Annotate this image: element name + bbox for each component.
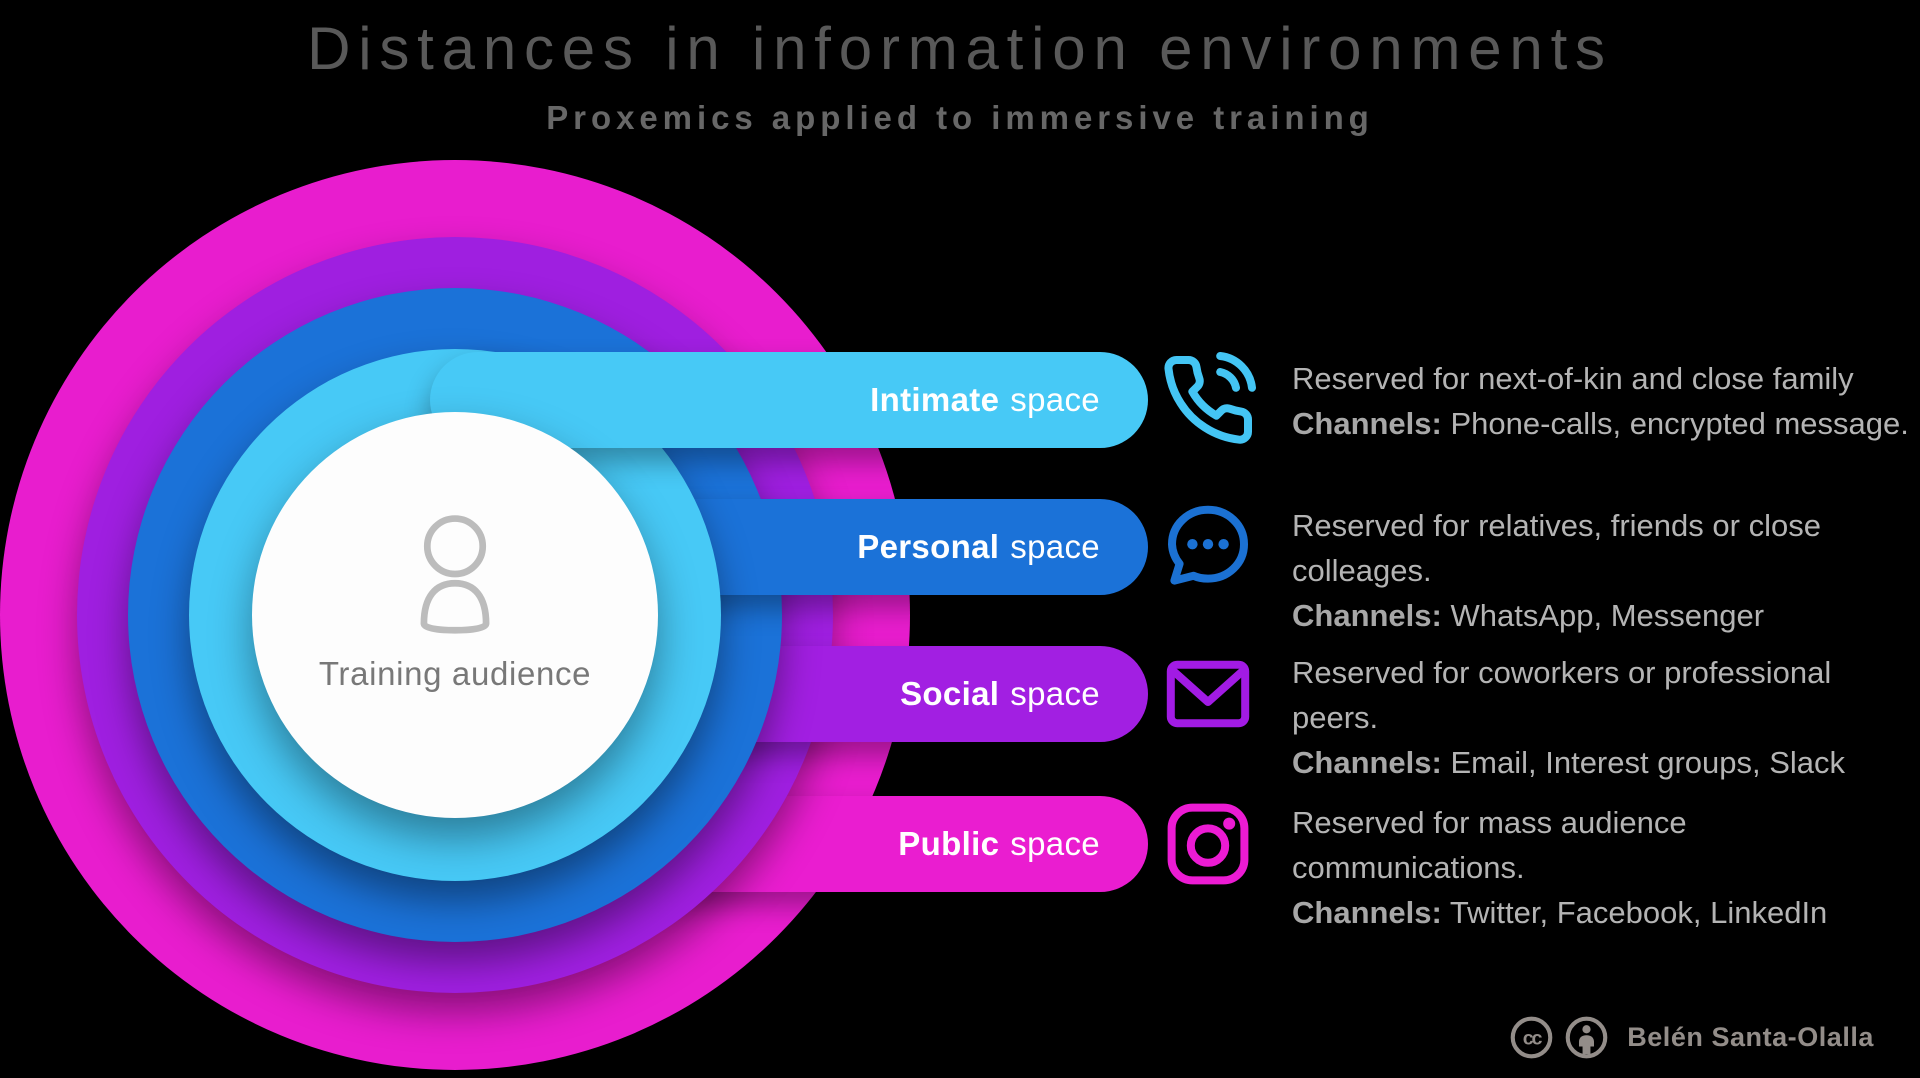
page-title: Distances in information environments — [307, 15, 1613, 82]
social-space-description: Reserved for coworkers or professional p… — [1292, 650, 1920, 785]
credit-name: Belén Santa-Olalla — [1627, 1022, 1874, 1052]
page-subtitle: Proxemics applied to immersive training — [546, 99, 1374, 136]
description-line: Reserved for next-of-kin and close famil… — [1292, 361, 1854, 396]
chat-bubble-icon — [1160, 499, 1256, 595]
training-audience-label: Training audience — [318, 655, 592, 692]
channels-line: Channels: Twitter, Facebook, LinkedIn — [1292, 895, 1828, 930]
person-icon — [420, 515, 490, 634]
training-audience-circle: Training audience — [252, 412, 658, 818]
credit: cc Belén Santa-Olalla — [1509, 1015, 1874, 1060]
channels-line: Channels: Email, Interest groups, Slack — [1292, 745, 1846, 780]
phone-call-icon — [1160, 352, 1256, 448]
channels-line: Channels: Phone-calls, encrypted message… — [1292, 406, 1909, 441]
description-line: Reserved for mass audience communication… — [1292, 805, 1687, 885]
intimate-space-description: Reserved for next-of-kin and close famil… — [1292, 356, 1920, 446]
channels-line: Channels: WhatsApp, Messenger — [1292, 598, 1765, 633]
attribution-icon — [1565, 1016, 1608, 1059]
svg-text:cc: cc — [1523, 1027, 1543, 1049]
personal-space-description: Reserved for relatives, friends or close… — [1292, 503, 1920, 638]
description-line: Reserved for coworkers or professional p… — [1292, 655, 1832, 735]
instagram-icon — [1160, 796, 1256, 892]
envelope-icon — [1160, 646, 1256, 742]
description-line: Reserved for relatives, friends or close… — [1292, 508, 1821, 588]
public-space-description: Reserved for mass audience communication… — [1292, 800, 1920, 935]
cc-icon: cc — [1510, 1016, 1553, 1059]
